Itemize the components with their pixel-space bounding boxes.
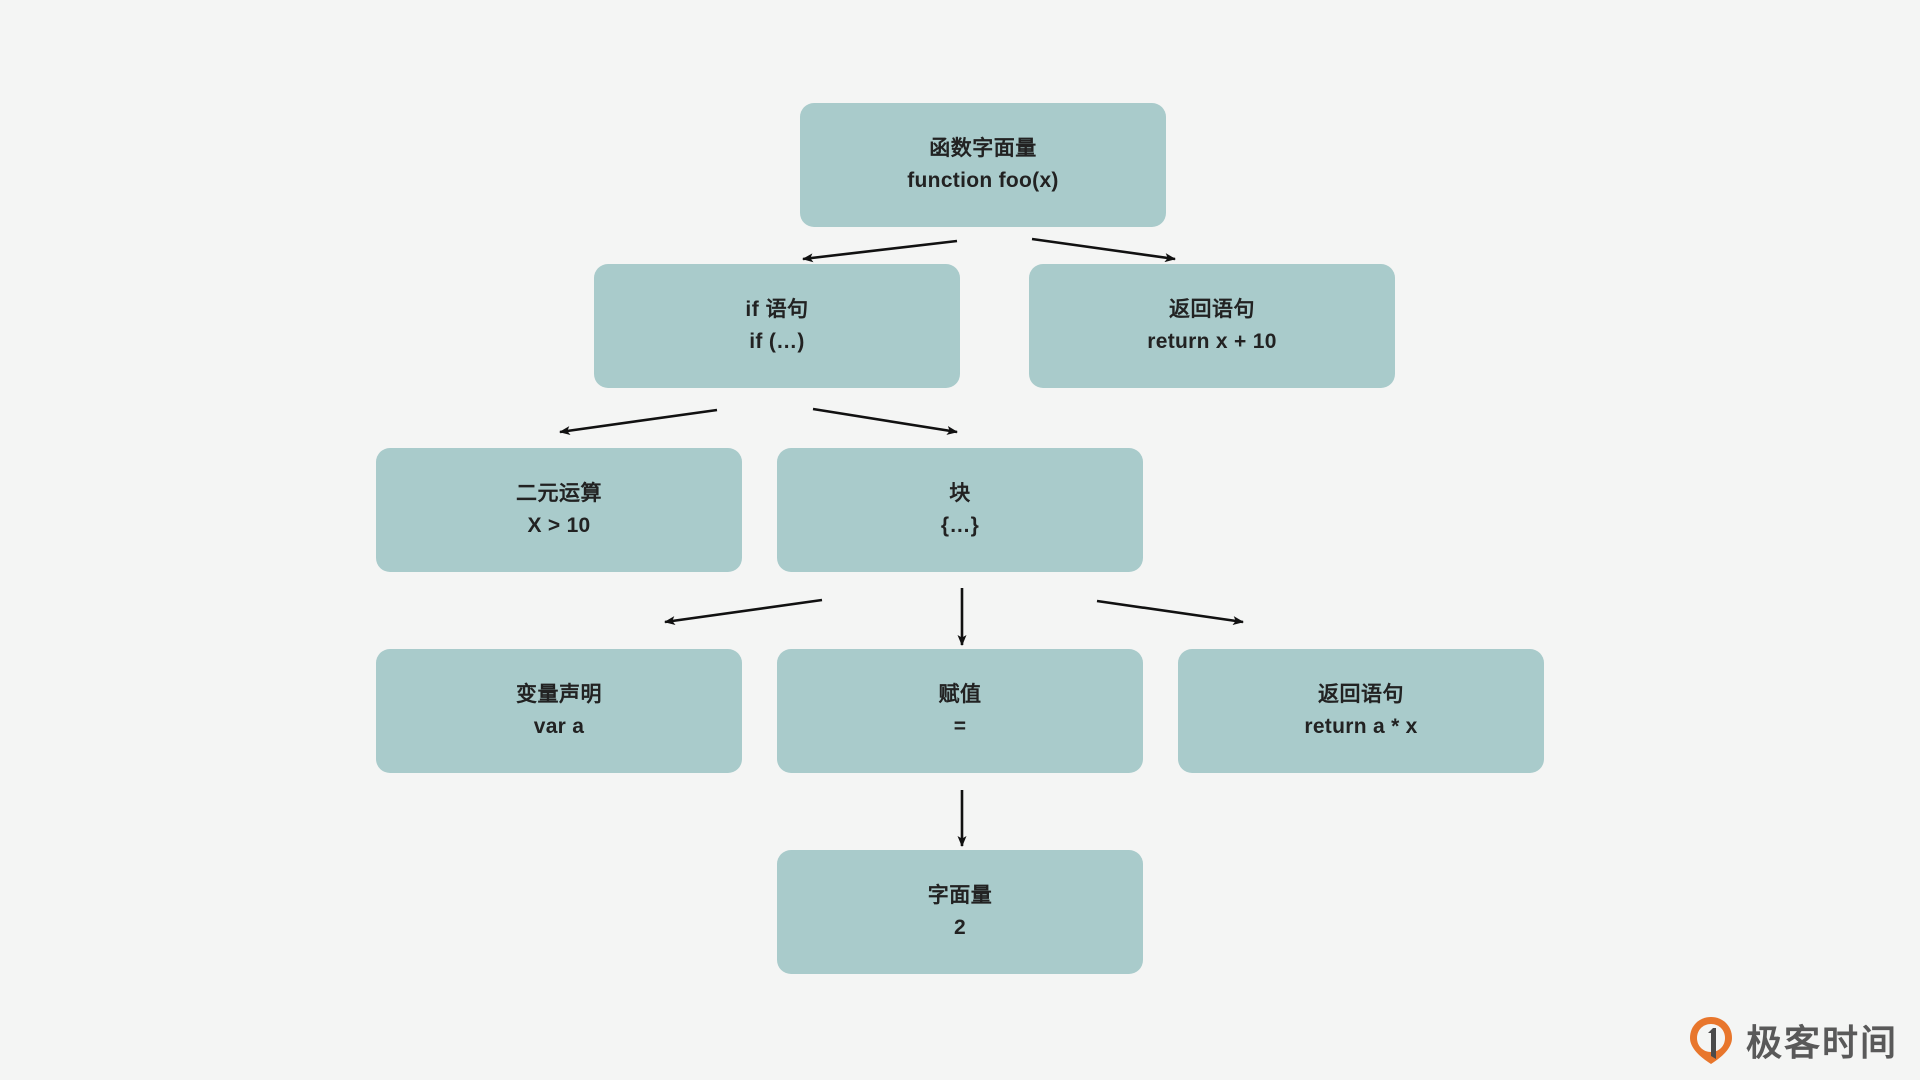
- ast-node-title: 字面量: [927, 883, 993, 907]
- ast-node-literal-2[interactable]: 字面量 2: [777, 850, 1143, 974]
- watermark: 极客时间: [1686, 1014, 1898, 1066]
- ast-edge-if-statement-to-block: [812, 407, 958, 435]
- ast-node-code: return a * x: [1304, 714, 1418, 738]
- ast-node-title: if 语句: [745, 297, 809, 321]
- ast-node-title: 二元运算: [516, 481, 602, 505]
- watermark-text: 极客时间: [1745, 1023, 1898, 1064]
- ast-node-assignment[interactable]: 赋值 =: [777, 649, 1143, 773]
- ast-node-code: {…}: [940, 513, 980, 537]
- ast-node-title: 块: [949, 481, 971, 505]
- geektime-logo-icon: [1686, 1015, 1736, 1065]
- ast-node-return-a-x[interactable]: 返回语句 return a * x: [1178, 649, 1544, 773]
- ast-node-if-statement[interactable]: if 语句 if (…): [594, 264, 960, 388]
- ast-node-code: 2: [954, 915, 966, 939]
- ast-node-var-decl[interactable]: 变量声明 var a: [376, 649, 742, 773]
- ast-node-code: if (…): [749, 329, 805, 353]
- ast-edge-block-to-return-a-x: [1096, 599, 1244, 626]
- ast-node-title: 返回语句: [1318, 682, 1404, 706]
- ast-node-code: =: [953, 714, 967, 738]
- ast-node-code: var a: [533, 714, 585, 738]
- ast-node-block[interactable]: 块 {…}: [777, 448, 1143, 572]
- ast-edge-func-literal-to-return-x-10: [1031, 237, 1176, 263]
- ast-node-title: 赋值: [938, 682, 982, 706]
- ast-edge-func-literal-to-if-statement: [802, 239, 958, 263]
- ast-node-return-x-10[interactable]: 返回语句 return x + 10: [1029, 264, 1395, 388]
- ast-node-code: return x + 10: [1147, 329, 1277, 353]
- ast-node-code: function foo(x): [907, 168, 1059, 192]
- ast-node-title: 函数字面量: [929, 136, 1037, 160]
- ast-node-title: 变量声明: [516, 682, 602, 706]
- ast-edge-if-statement-to-binary-op: [559, 408, 718, 436]
- ast-node-code: X > 10: [527, 513, 591, 537]
- ast-node-func-literal[interactable]: 函数字面量 function foo(x): [800, 103, 1166, 227]
- ast-edge-block-to-var-decl: [664, 598, 823, 626]
- ast-node-binary-op[interactable]: 二元运算 X > 10: [376, 448, 742, 572]
- ast-node-title: 返回语句: [1169, 297, 1255, 321]
